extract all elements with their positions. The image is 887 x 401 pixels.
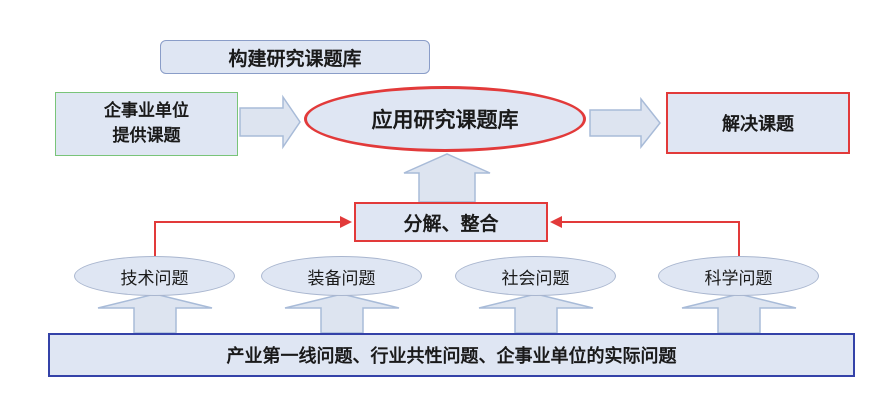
arrow-up-equipment — [284, 293, 400, 334]
arrow-library-to-solve — [589, 96, 661, 150]
solve-topics-box: 解决课题 — [666, 92, 850, 154]
diagram-title: 构建研究课题库 — [160, 40, 430, 74]
frontline-problems-bar: 产业第一线问题、行业共性问题、企事业单位的实际问题 — [48, 333, 855, 377]
problem-equipment: 装备问题 — [261, 256, 422, 296]
arrow-provide-to-library — [239, 94, 301, 150]
arrow-up-social — [478, 293, 594, 334]
connector-left — [154, 221, 341, 256]
provide-line1: 企事业单位 — [104, 101, 189, 121]
arrow-up-tech — [97, 293, 213, 334]
problem-social: 社会问题 — [455, 256, 616, 296]
provide-line2: 提供课题 — [112, 126, 181, 146]
decompose-integrate-box: 分解、整合 — [354, 202, 548, 242]
connector-left-head — [340, 216, 352, 228]
research-library-node: 应用研究课题库 — [304, 86, 586, 152]
problem-technical: 技术问题 — [74, 256, 235, 296]
connector-right — [561, 221, 740, 256]
provide-topics-box: 企事业单位 提供课题 — [55, 92, 238, 156]
arrow-decompose-to-library — [403, 153, 491, 203]
connector-right-head — [550, 216, 562, 228]
problem-science: 科学问题 — [658, 256, 819, 296]
arrow-up-science — [681, 293, 797, 334]
